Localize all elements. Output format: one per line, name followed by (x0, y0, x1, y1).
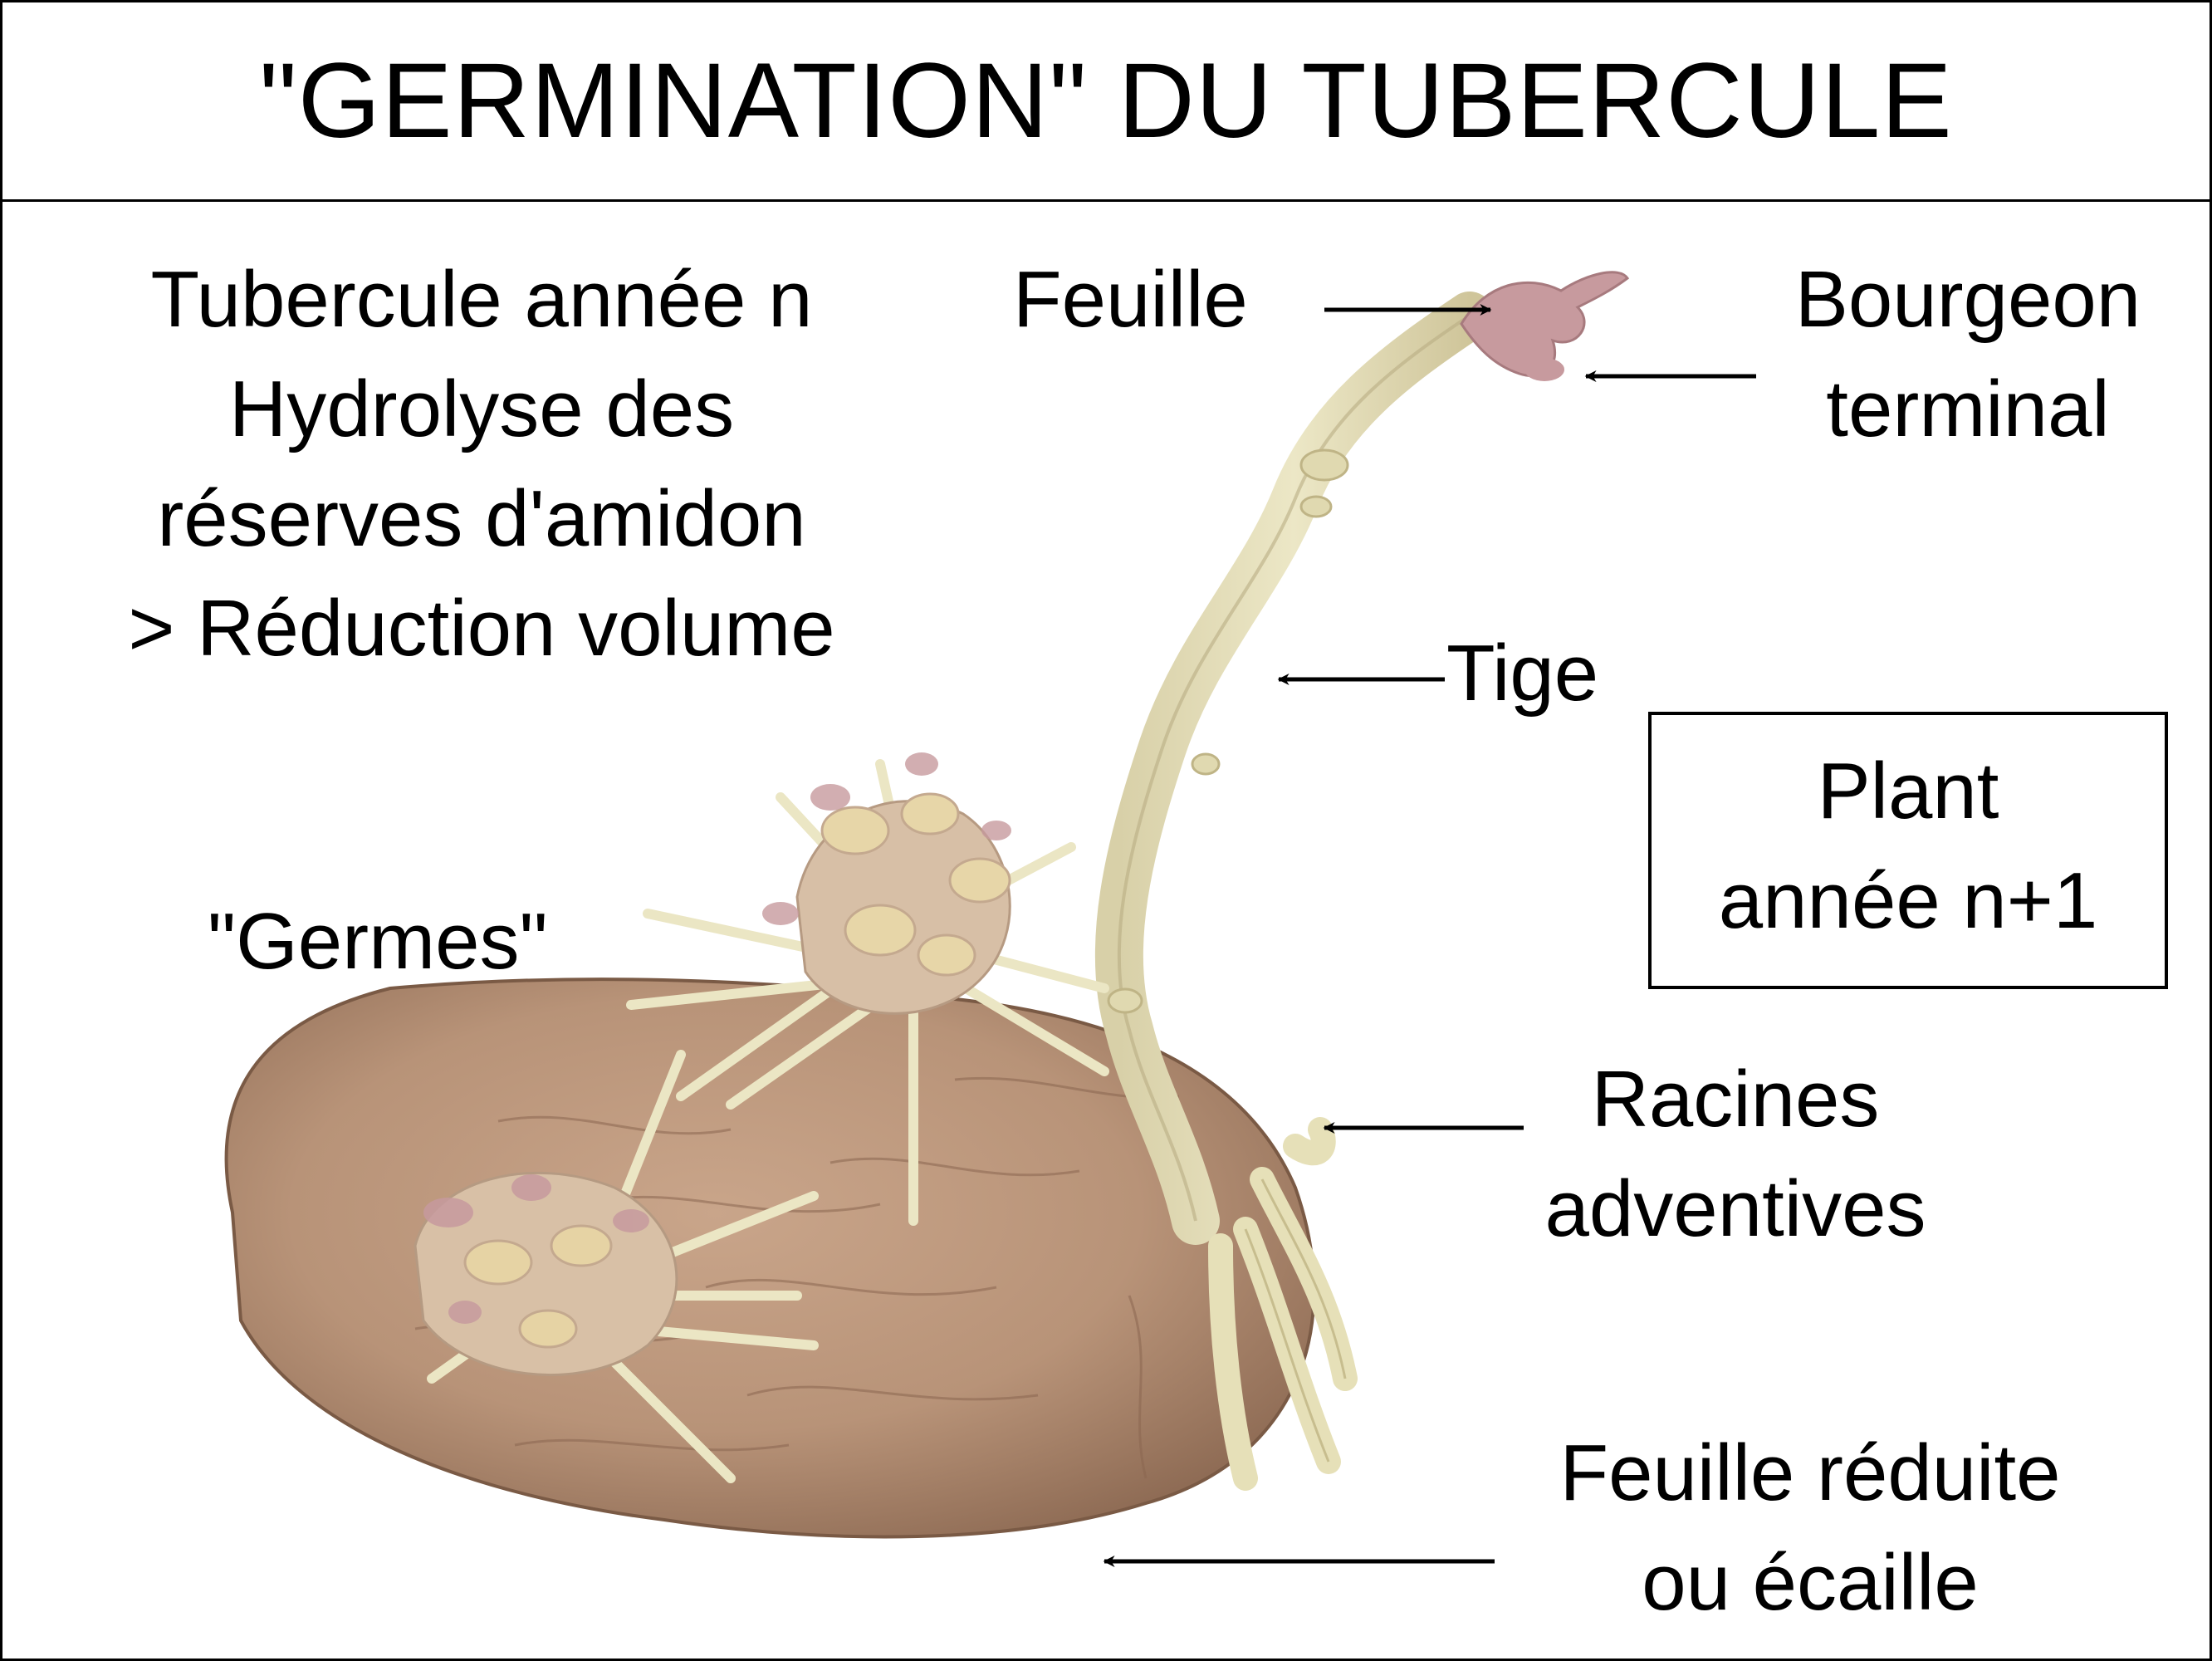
plant-box-line2: année n+1 (1718, 856, 2098, 945)
plant-box: Plant année n+1 (1648, 712, 2168, 989)
label-racines-adventives: Racines adventives (1511, 1045, 1960, 1264)
label-germes: "Germes" (208, 897, 548, 986)
tuber-note-line4: > Réduction volume (128, 584, 835, 673)
label-bourgeon-terminal: Bourgeon terminal (1760, 245, 2175, 464)
tuber-wrinkles (414, 1076, 1180, 1479)
plant-box-text: Plant année n+1 (1652, 737, 2165, 956)
title-bar: "GERMINATION" DU TUBERCULE (2, 2, 2210, 202)
sprout-cluster-top (626, 752, 1109, 1226)
label-feuille-reduite-line1: Feuille réduite (1559, 1428, 2061, 1517)
label-bourgeon-line1: Bourgeon (1794, 255, 2141, 344)
tuber-body (224, 977, 1316, 1539)
tuber-note-line3: réserves d'amidon (157, 474, 806, 563)
tuber-note-line1: Tubercule année n (150, 255, 813, 344)
arrows (1103, 304, 1756, 1567)
stem-side-buds (1107, 448, 1349, 1014)
label-feuille: Feuille (1013, 255, 1248, 344)
label-feuille-reduite-line2: ou écaille (1642, 1538, 1979, 1627)
plant-box-line1: Plant (1817, 747, 1999, 835)
label-racines-line2: adventives (1544, 1164, 1926, 1253)
label-bourgeon-line2: terminal (1826, 365, 2110, 453)
tuber-note: Tubercule année n Hydrolyse des réserves… (66, 245, 897, 684)
label-feuille-reduite: Feuille réduite ou écaille (1503, 1418, 2117, 1638)
label-tige: Tige (1446, 629, 1599, 718)
tuber-note-line2: Hydrolyse des (228, 365, 735, 453)
terminal-bud (1460, 271, 1630, 381)
page-title: "GERMINATION" DU TUBERCULE (259, 42, 1953, 160)
label-racines-line1: Racines (1591, 1055, 1880, 1144)
sprout-cluster-left (414, 1050, 819, 1483)
main-stem (1094, 292, 1494, 1245)
